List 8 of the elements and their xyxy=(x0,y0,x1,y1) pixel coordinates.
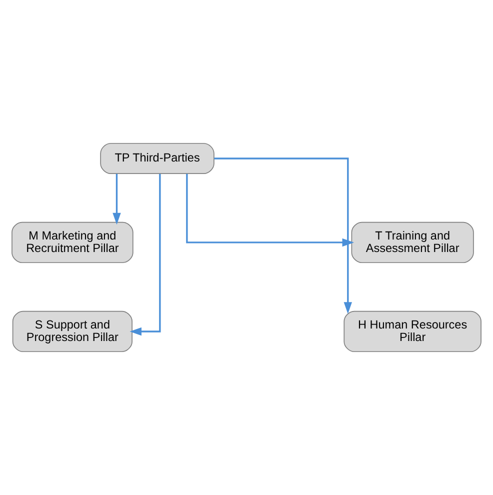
arrow xyxy=(130,174,161,336)
node-box: T Training and Assessment Pillar xyxy=(351,222,474,264)
node-box: TP Third-Parties xyxy=(100,142,214,174)
node-box: S Support and Progression Pillar xyxy=(12,310,132,352)
arrow xyxy=(112,174,121,225)
node-box: M Marketing and Recruitment Pillar xyxy=(12,222,134,264)
node-box: H Human Resources Pillar xyxy=(344,310,482,352)
arrow xyxy=(214,158,352,314)
